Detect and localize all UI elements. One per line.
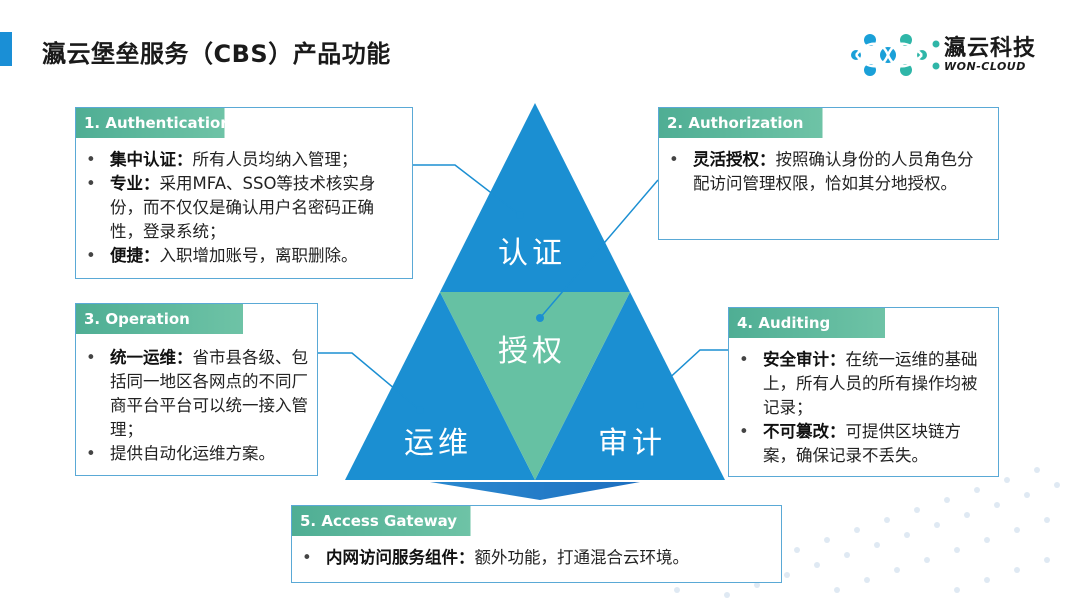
connector-operation <box>318 352 421 411</box>
operation-list: 统一运维：省市县各级、包括同一地区各网点的不同厂商平台平台可以统一接入管理； 提… <box>76 346 314 466</box>
connector-auditing <box>639 349 728 406</box>
triangle-label-authentication: 认证 <box>498 236 566 271</box>
operation-box: 3. Operation 统一运维：省市县各级、包括同一地区各网点的不同厂商平台… <box>75 303 318 476</box>
logo-icon <box>851 34 940 76</box>
authentication-list: 集中认证：所有人员均纳入管理； 专业：采用MFA、SSO等技术核实身份，而不仅仅… <box>76 148 400 268</box>
auditing-list: 安全审计：在统一运维的基础上，所有人员的所有操作均被记录； 不可篡改：可提供区块… <box>729 348 991 468</box>
triangle-label-authorization: 授权 <box>498 334 566 369</box>
gateway-list: 内网访问服务组件：额外功能，打通混合云环境。 <box>292 546 776 570</box>
connector-authorization <box>539 179 659 319</box>
auditing-header: 4. Auditing <box>729 308 937 338</box>
triangle-label-auditing: 审计 <box>598 426 666 461</box>
logo-subtitle: WON-CLOUD <box>944 60 1026 73</box>
auditing-box: 4. Auditing 安全审计：在统一运维的基础上，所有人员的所有操作均被记录… <box>728 307 999 477</box>
authorization-header: 2. Authorization <box>659 108 877 138</box>
triangle-left <box>345 292 535 480</box>
list-item: 不可篡改：可提供区块链方案，确保记录不丢失。 <box>739 420 991 468</box>
title-accent-bar <box>0 32 12 66</box>
list-item: 专业：采用MFA、SSO等技术核实身份，而不仅仅是确认用户名密码正确性，登录系统… <box>86 172 400 244</box>
list-item: 统一运维：省市县各级、包括同一地区各网点的不同厂商平台平台可以统一接入管理； <box>86 346 314 442</box>
connector-authentication <box>410 164 521 216</box>
list-item: 内网访问服务组件：额外功能，打通混合云环境。 <box>302 546 776 570</box>
gateway-box: 5. Access Gateway 内网访问服务组件：额外功能，打通混合云环境。 <box>291 505 782 583</box>
list-item: 安全审计：在统一运维的基础上，所有人员的所有操作均被记录； <box>739 348 991 420</box>
authorization-list: 灵活授权：按照确认身份的人员角色分配访问管理权限，恰如其分地授权。 <box>659 148 983 196</box>
triangle-label-operation: 运维 <box>404 426 472 461</box>
triangle-right <box>535 292 725 480</box>
list-item: 便捷：入职增加账号，离职删除。 <box>86 244 400 268</box>
triangle-center <box>440 292 630 480</box>
authentication-header: 1. Authentication <box>76 108 274 138</box>
list-item: 提供自动化运维方案。 <box>86 442 314 466</box>
list-item: 灵活授权：按照确认身份的人员角色分配访问管理权限，恰如其分地授权。 <box>669 148 983 196</box>
gateway-header: 5. Access Gateway <box>292 506 530 536</box>
operation-header: 3. Operation <box>76 304 299 334</box>
triangle-base-shadow <box>430 482 640 500</box>
logo-name: 瀛云科技 <box>944 36 1037 61</box>
dot-pattern-decoration <box>674 467 1060 598</box>
authorization-box: 2. Authorization 灵活授权：按照确认身份的人员角色分配访问管理权… <box>658 107 999 240</box>
triangle-top <box>440 103 630 292</box>
authentication-box: 1. Authentication 集中认证：所有人员均纳入管理； 专业：采用M… <box>75 107 413 279</box>
page-title: 瀛云堡垒服务（CBS）产品功能 <box>42 40 391 68</box>
list-item: 集中认证：所有人员均纳入管理； <box>86 148 400 172</box>
